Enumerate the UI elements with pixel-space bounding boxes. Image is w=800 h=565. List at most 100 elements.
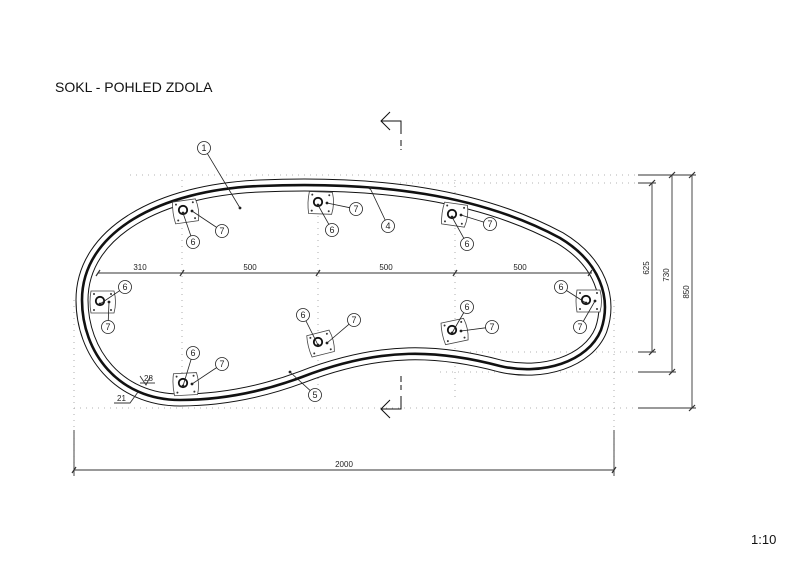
balloon-circle — [101, 320, 115, 334]
leader-line — [460, 214, 484, 223]
screw-hole-icon — [194, 217, 197, 220]
leader-dot — [325, 201, 329, 205]
balloon-label: 7 — [487, 219, 492, 229]
leader-line — [305, 320, 319, 346]
screw-hole-icon — [328, 194, 331, 197]
callout-7: 7 — [190, 357, 229, 386]
screw-hole-icon — [309, 336, 312, 339]
screw-hole-icon — [110, 293, 112, 295]
dim-310: 310 — [133, 263, 147, 272]
balloon-label: 6 — [122, 282, 127, 292]
leader-line — [451, 312, 465, 334]
screw-hole-icon — [174, 203, 177, 206]
balloon-circle — [118, 280, 132, 294]
balloon-label: 1 — [201, 143, 206, 153]
balloon-label: 7 — [219, 359, 224, 369]
callout-6: 6 — [98, 280, 132, 306]
balloon-circle — [186, 346, 200, 360]
leader-line — [326, 202, 350, 209]
callout-6: 6 — [181, 346, 200, 388]
screw-hole-icon — [93, 293, 95, 295]
leader-line — [317, 204, 330, 225]
callout-7: 7 — [325, 313, 361, 345]
screw-hole-icon — [175, 375, 178, 378]
leader-dot — [316, 343, 320, 347]
balloon-circle — [483, 217, 497, 231]
callout-5: 5 — [288, 370, 322, 402]
mounting-plate: 67 — [440, 300, 499, 346]
balloon-label: 6 — [329, 225, 334, 235]
callout-7: 7 — [459, 320, 499, 334]
balloon-label: 6 — [300, 310, 305, 320]
balloon-label: 6 — [464, 239, 469, 249]
callout-7: 7 — [101, 300, 115, 334]
section-arrow-bottom — [380, 376, 402, 419]
callout-7: 7 — [325, 201, 363, 216]
balloon-circle — [197, 141, 211, 155]
dim-500-a: 500 — [243, 263, 257, 272]
dim-28: 28 — [144, 374, 153, 383]
plinth-outline — [75, 178, 612, 407]
screw-hole-icon — [192, 374, 195, 377]
leader-dot — [181, 211, 185, 215]
leader-line — [182, 212, 192, 236]
screw-hole-icon — [311, 193, 314, 196]
dimension-labels: 310 500 500 500 2000 625 730 850 28 21 — [117, 261, 691, 469]
leader-line — [451, 216, 465, 239]
dim-500-b: 500 — [379, 263, 393, 272]
dim-500-c: 500 — [513, 263, 527, 272]
screw-hole-icon — [329, 348, 332, 351]
mounting-plate: 67 — [307, 191, 363, 237]
leader-line — [107, 301, 110, 321]
leader-line — [369, 187, 386, 221]
leader-line — [182, 359, 192, 387]
drawing-title: SOKL - POHLED ZDOLA — [55, 79, 213, 95]
leader-dot — [584, 301, 588, 305]
leader-dot — [325, 341, 329, 345]
leader-line — [566, 290, 587, 304]
leader-line — [460, 327, 486, 332]
leader-dot — [190, 382, 194, 386]
balloon-circle — [186, 235, 200, 249]
screw-hole-icon — [460, 222, 463, 225]
leader-line — [207, 153, 241, 209]
screw-hole-icon — [93, 309, 95, 311]
mounting-plate: 67 — [554, 280, 602, 334]
mounting-plate: 67 — [89, 280, 132, 334]
mounting-plate: 67 — [441, 201, 497, 251]
callout-4: 4 — [368, 186, 395, 233]
leader-dot — [368, 186, 372, 190]
balloon-circle — [215, 224, 229, 238]
screw-hole-icon — [327, 210, 330, 213]
balloon-label: 7 — [105, 322, 110, 332]
callout-6: 6 — [181, 211, 200, 249]
leader-dot — [181, 384, 185, 388]
screw-hole-icon — [310, 209, 313, 212]
leader-line — [289, 371, 311, 391]
balloon-circle — [381, 219, 395, 233]
screw-hole-icon — [177, 219, 180, 222]
callout-6: 6 — [316, 203, 339, 237]
balloon-label: 7 — [577, 322, 582, 332]
leader-dot — [450, 215, 454, 219]
leader-line — [99, 290, 120, 305]
balloon-circle — [296, 308, 310, 322]
leader-dot — [98, 302, 102, 306]
screw-hole-icon — [193, 390, 196, 393]
balloon-label: 7 — [351, 315, 356, 325]
screw-hole-icon — [579, 308, 581, 310]
section-arrow-top — [380, 111, 402, 150]
balloon-circle — [573, 320, 587, 334]
balloon-label: 6 — [190, 348, 195, 358]
leader-dot — [238, 206, 242, 210]
balloon-circle — [325, 223, 339, 237]
leader-line — [191, 367, 217, 385]
leader-line — [326, 323, 350, 344]
dim-21: 21 — [117, 394, 126, 403]
callout-6: 6 — [554, 280, 588, 305]
callout-7: 7 — [573, 299, 597, 334]
